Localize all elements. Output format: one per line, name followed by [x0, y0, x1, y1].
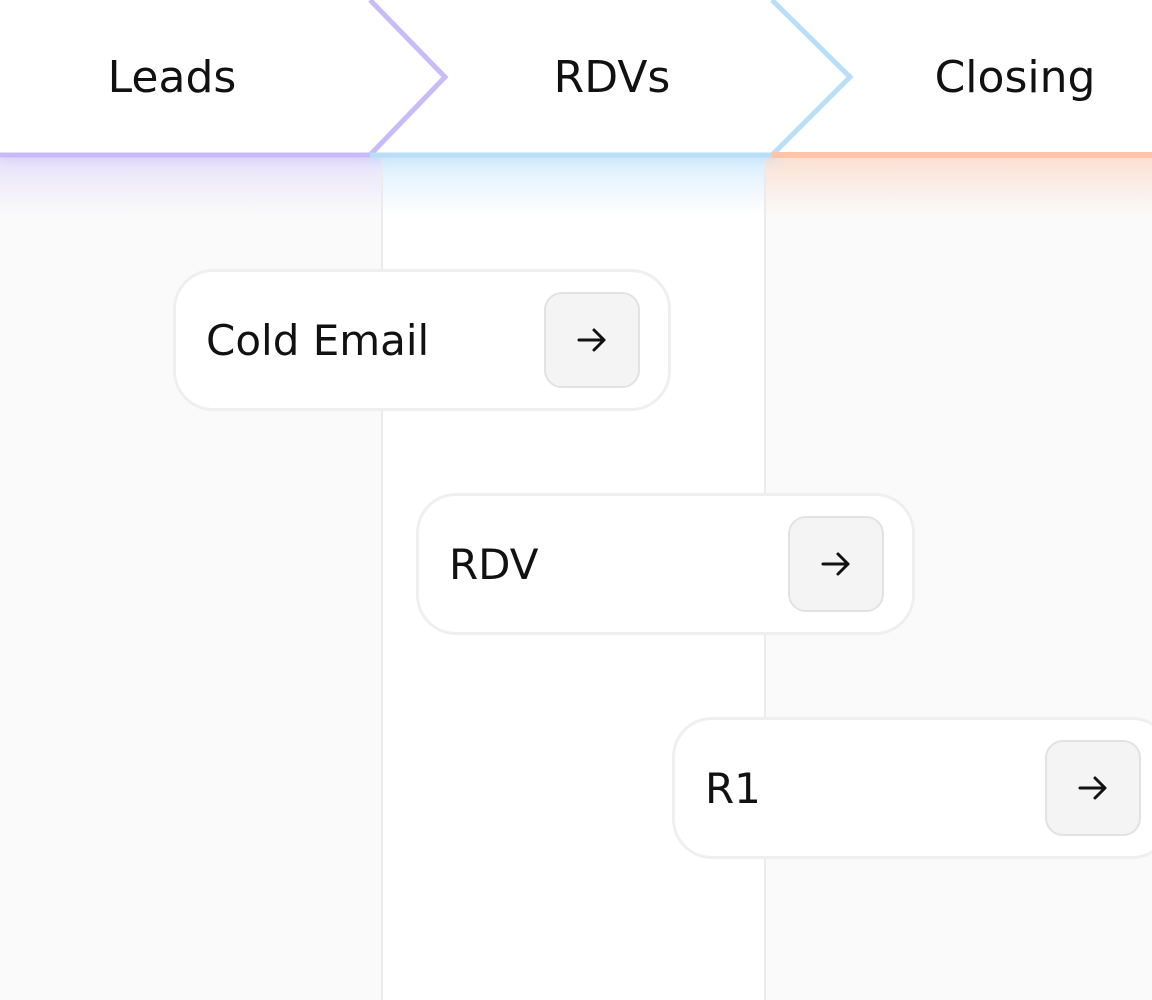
closing-glow [765, 155, 1152, 215]
step-card-cold-email[interactable]: Cold Email [173, 269, 671, 411]
stage-label-rdvs: RDVs [553, 52, 671, 103]
stage-chevron-closing [772, 0, 1152, 155]
next-step-button[interactable] [544, 292, 640, 388]
leads-glow [0, 155, 382, 215]
step-label: R1 [705, 763, 761, 813]
next-step-button[interactable] [788, 516, 884, 612]
rdvs-glow [382, 155, 765, 215]
next-step-button[interactable] [1045, 740, 1141, 836]
stage-label-closing: Closing [934, 52, 1096, 103]
stage-chevron-leads [0, 0, 445, 155]
step-card-rdv[interactable]: RDV [416, 493, 915, 635]
stage-chevron-rdvs [370, 0, 850, 155]
stage-label-leads: Leads [107, 52, 237, 103]
pipeline-header [0, 0, 1152, 162]
step-card-r1[interactable]: R1 [672, 717, 1152, 859]
arrow-right-icon [1078, 776, 1107, 800]
arrow-right-icon [821, 552, 850, 576]
column-divider [381, 155, 383, 1000]
arrow-right-icon [577, 328, 606, 352]
step-label: Cold Email [206, 315, 430, 365]
step-label: RDV [449, 539, 539, 589]
